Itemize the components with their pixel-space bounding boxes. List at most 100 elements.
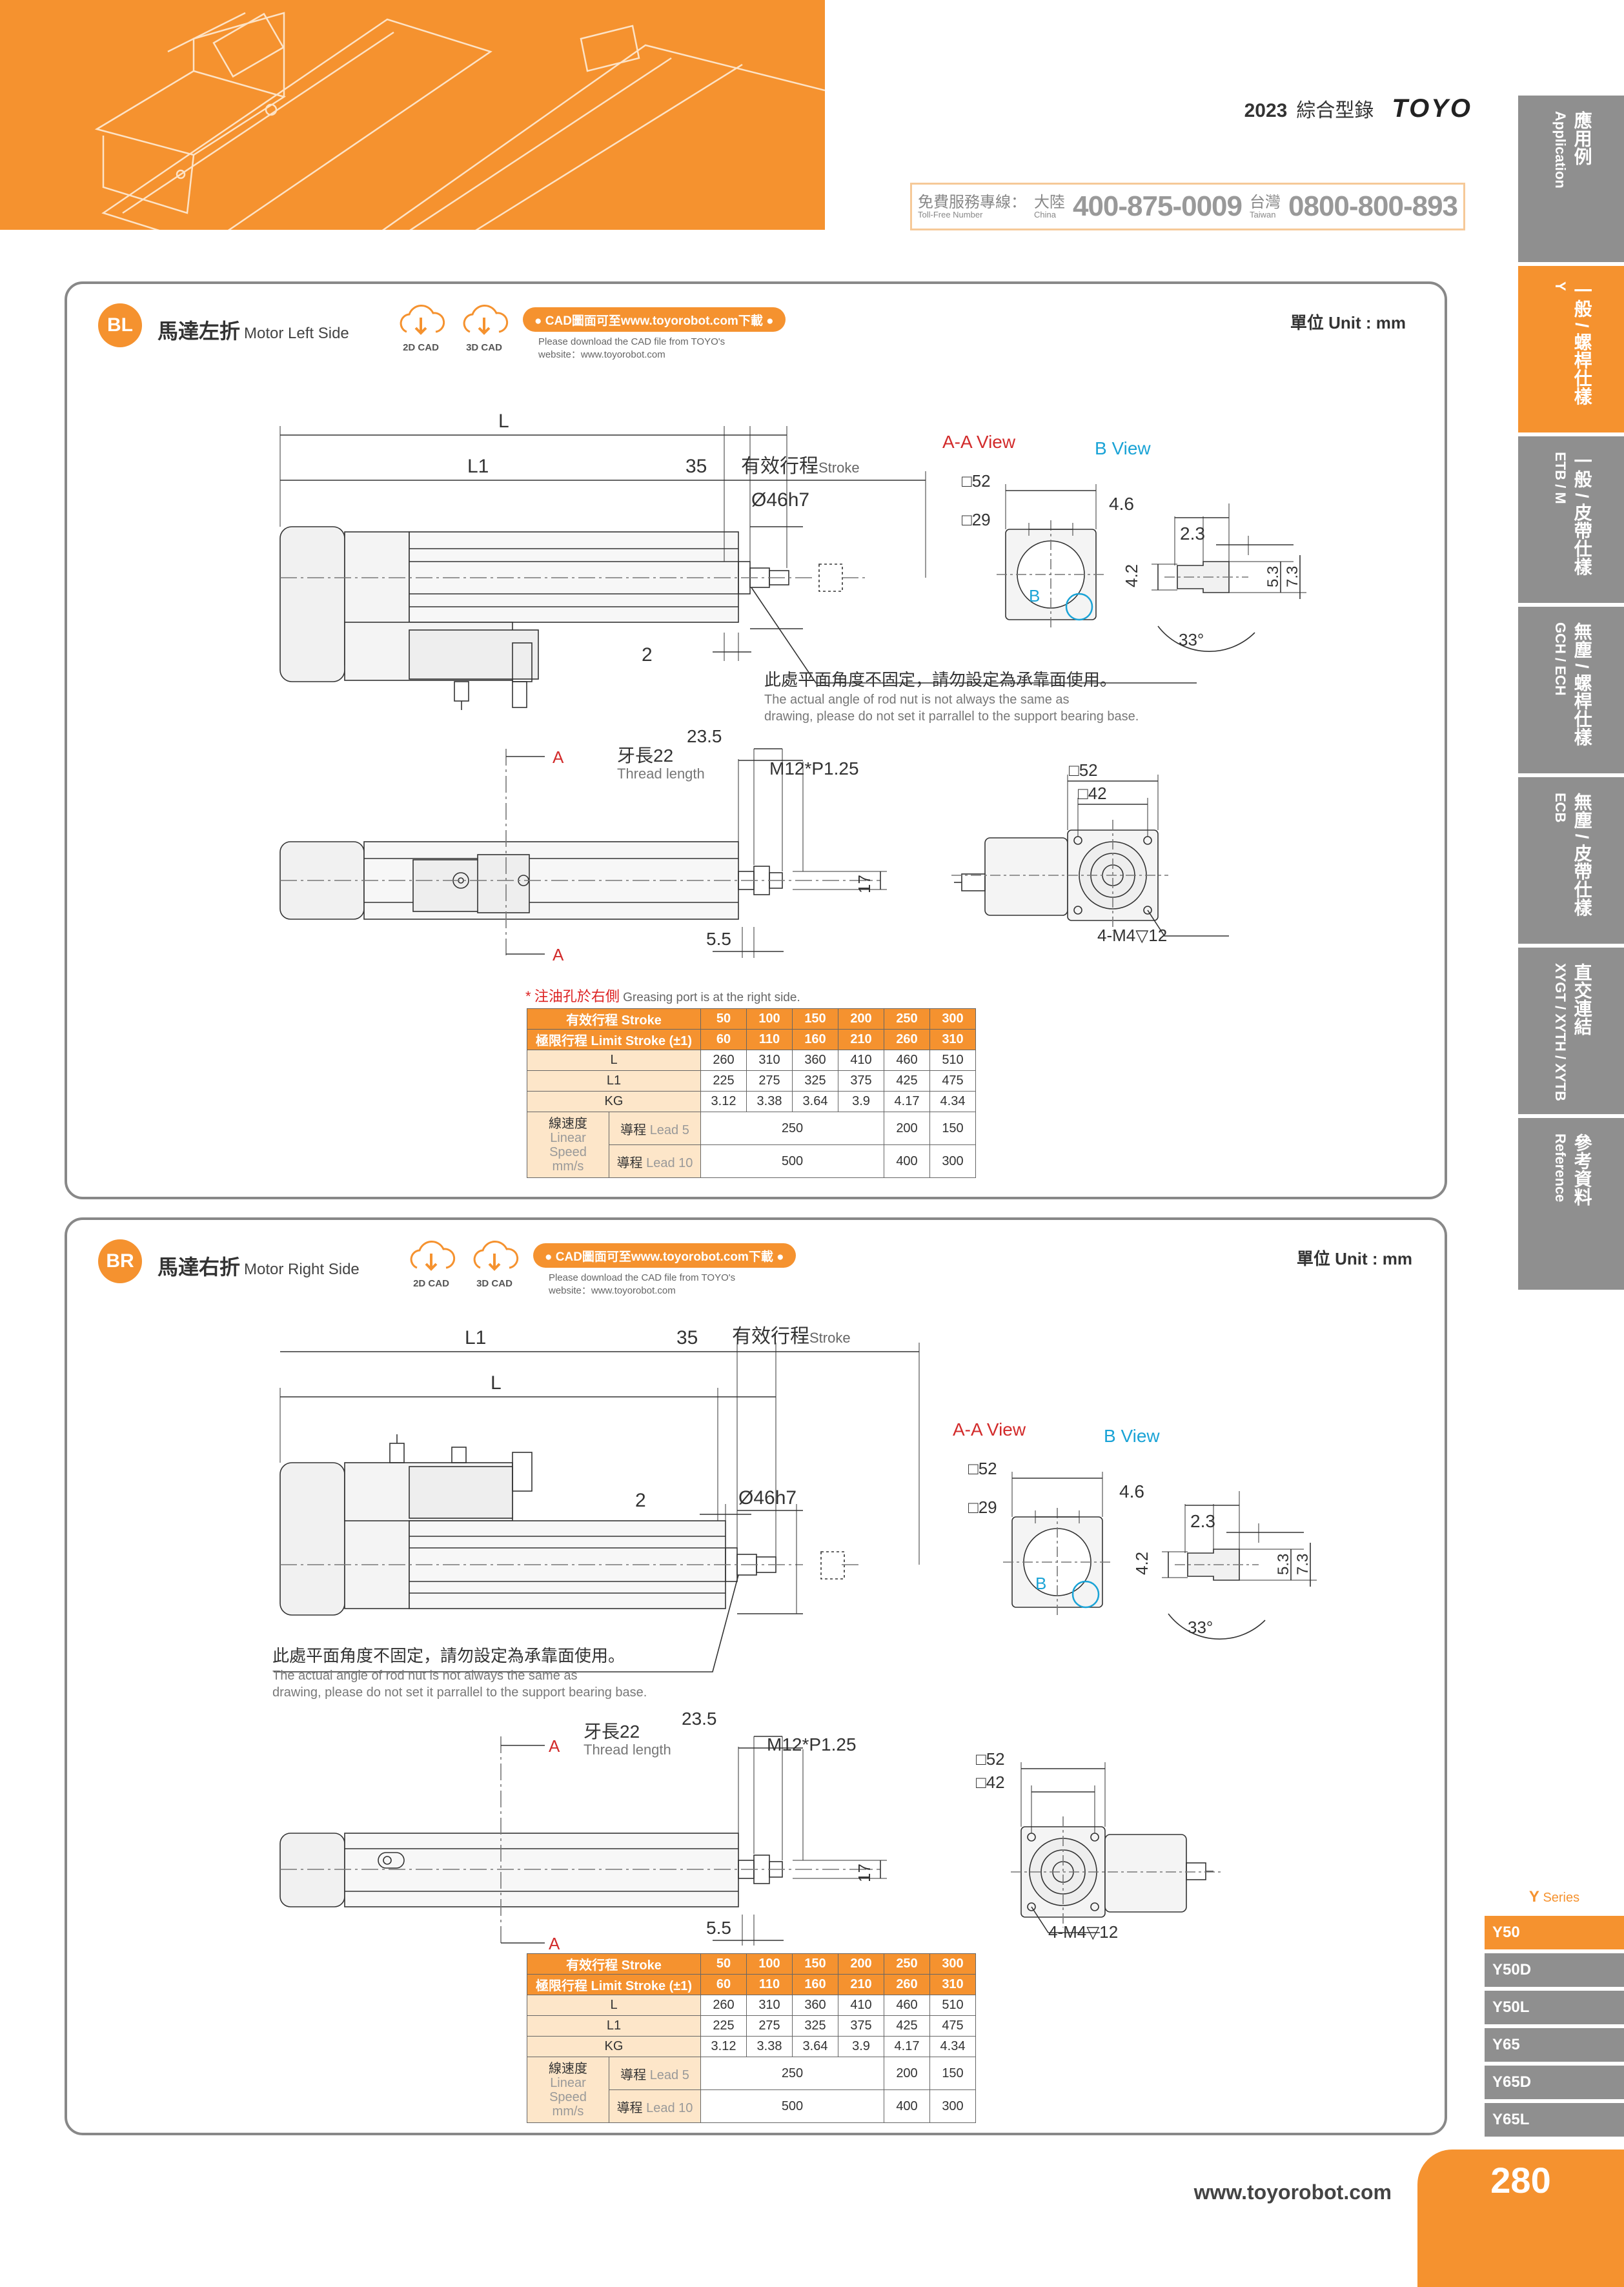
series-item-y65[interactable]: Y65 xyxy=(1485,2028,1624,2062)
table-cell: 3.38 xyxy=(746,2036,793,2057)
limit-header: 極限行程 Limit Stroke (±1) xyxy=(527,1974,701,1995)
panel-badge: BR xyxy=(98,1239,142,1283)
header-product-illustration xyxy=(0,0,825,230)
dim-L1: L1 xyxy=(467,456,489,477)
warning-cn: 此處平面角度不固定，請勿設定為承靠面使用。 xyxy=(764,670,1117,689)
section-a-bottom: A xyxy=(553,945,564,964)
dim-L: L xyxy=(491,1372,502,1394)
cad-note: Please download the CAD file from TOYO's… xyxy=(538,336,725,361)
lead-en: Lead 5 xyxy=(649,2068,689,2082)
table-cell: 225 xyxy=(700,2015,747,2037)
table-cell: 3.12 xyxy=(700,2036,747,2057)
taiwan-number: 0800-800-893 xyxy=(1288,190,1458,222)
series-item-y50d[interactable]: Y50D xyxy=(1485,1953,1624,1987)
dim-7-3: 7.3 xyxy=(1284,566,1301,587)
table-cell: 300 xyxy=(929,1144,976,1178)
series-item-y65d[interactable]: Y65D xyxy=(1485,2066,1624,2099)
table-cell: 250 xyxy=(700,2057,884,2090)
stroke-header: 有效行程 Stroke xyxy=(527,1953,701,1975)
limit-header: 極限行程 Limit Stroke (±1) xyxy=(527,1029,701,1050)
dim-2: 2 xyxy=(635,1490,646,1511)
table-cell: 425 xyxy=(884,1070,930,1092)
side-tab-label: 一般 / 螺桿仕樣 xyxy=(1572,281,1592,405)
table-cell: 310 xyxy=(929,1974,976,1995)
dim-23-5: 23.5 xyxy=(687,726,722,746)
dim-m4: 4-M4▽12 xyxy=(1097,926,1167,945)
table-cell: 275 xyxy=(746,2015,793,2037)
dimension-drawing-right: L1 35 有效行程Stroke L 2 Ø46h7 此處平面角度不固定，請勿設… xyxy=(272,1326,1317,1953)
lead-label: 導程 Lead 5 xyxy=(609,1112,701,1145)
dim-23-5: 23.5 xyxy=(682,1709,717,1729)
table-cell: 300 xyxy=(929,1953,976,1975)
side-tab-sublabel: XYGT / XYTH / XYTB xyxy=(1552,963,1568,1101)
dim-5-3: 5.3 xyxy=(1275,1554,1292,1575)
side-tab-sublabel: GCH / ECH xyxy=(1552,622,1568,696)
cad-note-line1: Please download the CAD file from TOYO's xyxy=(549,1272,736,1283)
row-label: L1 xyxy=(527,2015,701,2037)
lead-cn: 導程 xyxy=(616,1155,643,1170)
table-cell: 200 xyxy=(884,2057,930,2090)
table-cell: 200 xyxy=(884,1112,930,1145)
row-label: L xyxy=(527,1050,701,1071)
table-cell: 400 xyxy=(884,1144,930,1178)
taiwan-label-cn: 台灣 xyxy=(1250,193,1281,211)
cad-3d-button[interactable]: 3D CAD xyxy=(463,1239,525,1289)
table-cell: 260 xyxy=(700,1050,747,1071)
speed-label-en1: Linear xyxy=(550,2075,586,2090)
dim-sq29: □29 xyxy=(968,1498,997,1517)
table-cell: 210 xyxy=(838,1974,884,1995)
page-number: 280 xyxy=(1490,2160,1551,2201)
aa-view-label: A-A View xyxy=(953,1419,1026,1439)
dim-angle: 33° xyxy=(1188,1618,1213,1637)
table-cell: 510 xyxy=(929,1995,976,2016)
series-item-y50[interactable]: Y50 xyxy=(1485,1916,1624,1949)
dim-L: L xyxy=(498,411,509,432)
side-tab-label: 一般 / 皮帶仕樣 xyxy=(1572,452,1592,576)
table-cell: 250 xyxy=(884,1953,930,1975)
side-tab-sublabel: Reference xyxy=(1552,1133,1568,1203)
table-cell: 4.17 xyxy=(884,2036,930,2057)
cad-note-line2: website：www.toyorobot.com xyxy=(538,349,665,360)
row-label: KG xyxy=(527,1091,701,1112)
b-view-label: B View xyxy=(1104,1426,1160,1446)
side-tab-label: 無塵 / 皮帶仕樣 xyxy=(1572,793,1592,917)
dim-35: 35 xyxy=(685,456,707,477)
side-tab-label: 應用例 xyxy=(1572,111,1592,165)
table-cell: 50 xyxy=(700,1953,747,1975)
panel-title-cn: 馬達左折 xyxy=(157,320,241,343)
stroke-header: 有效行程 Stroke xyxy=(527,1008,701,1030)
cad-3d-button[interactable]: 3D CAD xyxy=(453,303,515,353)
hotline-label: 免費服務專線：Toll-Free Number xyxy=(918,194,1026,219)
series-item-y65l[interactable]: Y65L xyxy=(1485,2103,1624,2137)
footer-url[interactable]: www.toyorobot.com xyxy=(1193,2180,1392,2204)
cad-download-link[interactable]: ● CAD圖面可至www.toyorobot.com下載 ● xyxy=(523,307,786,332)
cad-2d-button[interactable]: 2D CAD xyxy=(400,1239,462,1289)
speed-label-en2: Speed xyxy=(549,2089,587,2104)
grease-note: * 注油孔於右側 Greasing port is at the right s… xyxy=(525,985,800,1006)
warning-en-2: drawing, please do not set it parrallel … xyxy=(272,1685,647,1700)
section-a-bottom: A xyxy=(549,1934,560,1953)
cad-3d-label: 3D CAD xyxy=(476,1278,513,1289)
cad-download-link[interactable]: ● CAD圖面可至www.toyorobot.com下載 ● xyxy=(533,1243,796,1268)
table-cell: 150 xyxy=(792,1008,838,1030)
side-tab-label: 直交連結 xyxy=(1572,963,1592,1035)
dimension-drawing-left: L L1 35 有效行程Stroke Ø46h7 2 此處平面角度不固定，請勿設… xyxy=(279,411,1306,964)
table-cell: 260 xyxy=(884,1029,930,1050)
cad-3d-label: 3D CAD xyxy=(466,342,502,353)
cad-2d-button[interactable]: 2D CAD xyxy=(390,303,452,353)
table-cell: 510 xyxy=(929,1050,976,1071)
series-item-y50l[interactable]: Y50L xyxy=(1485,1991,1624,2024)
